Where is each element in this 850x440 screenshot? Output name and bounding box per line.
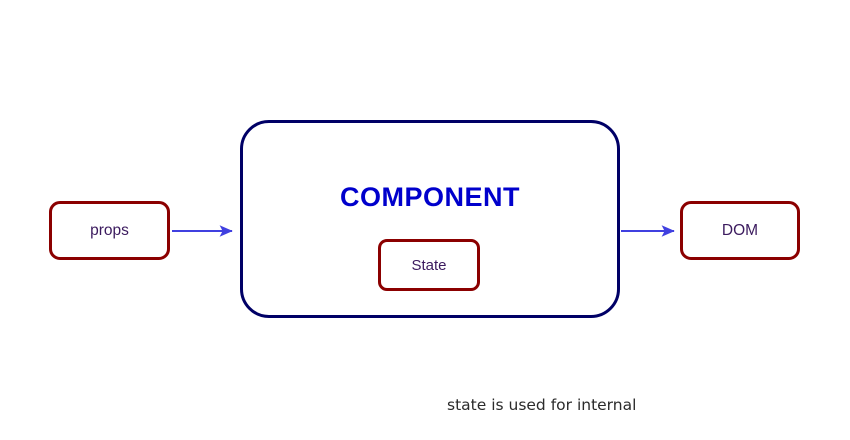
node-dom[interactable]: DOM	[680, 201, 800, 260]
node-component[interactable]	[240, 120, 620, 318]
node-state[interactable]: State	[378, 239, 480, 291]
node-props-label: props	[90, 221, 129, 239]
node-state-label: State	[411, 256, 447, 274]
node-dom-label: DOM	[721, 221, 759, 239]
node-props[interactable]: props	[49, 201, 170, 260]
component-title: COMPONENT	[340, 182, 520, 212]
caption-text: state is used for internal communication…	[447, 353, 727, 440]
caption-line-1: state is used for internal	[447, 396, 637, 414]
